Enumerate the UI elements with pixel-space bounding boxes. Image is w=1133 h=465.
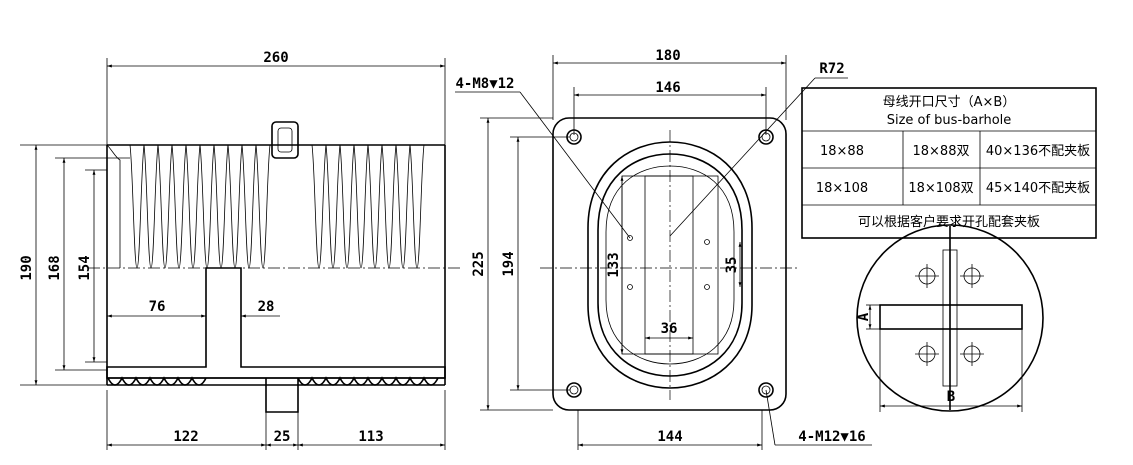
dim-144: 144 <box>657 429 682 445</box>
table-cell: 18×88双 <box>913 144 970 159</box>
dim-225: 225 <box>471 251 487 276</box>
label-r72: R72 <box>819 61 844 77</box>
label-b: B <box>947 389 955 405</box>
side-view: 260 76 28 190 168 154 <box>19 50 462 450</box>
dim-146: 146 <box>655 80 680 96</box>
dim-180: 180 <box>655 48 680 64</box>
dim-36: 36 <box>661 321 678 337</box>
table-note: 可以根据客户要求开孔配套夹板 <box>858 214 1040 230</box>
shed-profile <box>129 144 425 269</box>
table-cell: 40×136不配夹板 <box>986 144 1090 159</box>
dim-113: 113 <box>358 429 383 445</box>
dim-25: 25 <box>274 429 291 445</box>
dim-190: 190 <box>19 255 35 280</box>
table-title-en: Size of bus-barhole <box>887 113 1012 128</box>
clamp-bolts <box>915 264 984 366</box>
dim-76: 76 <box>149 299 166 315</box>
label-bottom-holes: 4-M12▼16 <box>798 429 865 445</box>
dim-122: 122 <box>173 429 198 445</box>
dim-28: 28 <box>258 299 275 315</box>
table-cell: 45×140不配夹板 <box>986 181 1090 196</box>
busbar-size-table: 母线开口尺寸（A×B） Size of bus-barhole 18×88 18… <box>801 87 1097 239</box>
table-cell: 18×108双 <box>908 181 973 196</box>
dim-35: 35 <box>724 257 740 274</box>
front-view: 180 146 R72 <box>455 48 872 450</box>
clamp-view: A B <box>856 224 1044 412</box>
dim-154: 154 <box>77 255 93 280</box>
label-a: A <box>856 312 872 321</box>
corrugated-sheds <box>106 144 425 269</box>
dim-260: 260 <box>263 50 288 66</box>
table-title-cn: 母线开口尺寸（A×B） <box>883 95 1016 110</box>
dim-194: 194 <box>501 251 517 276</box>
table-cell: 18×108 <box>816 181 868 196</box>
dim-168: 168 <box>47 255 63 280</box>
label-top-holes: 4-M8▼12 <box>455 76 514 92</box>
dim-133: 133 <box>606 252 622 277</box>
table-cell: 18×88 <box>820 144 864 159</box>
